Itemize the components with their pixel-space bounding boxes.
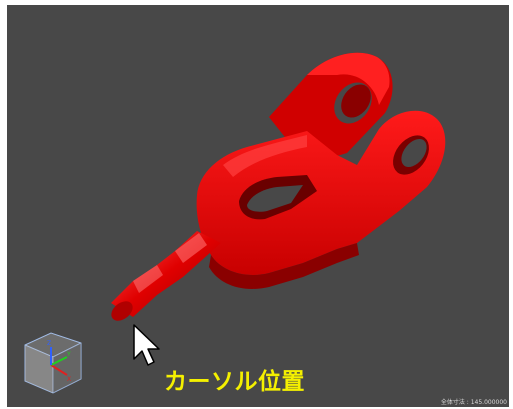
svg-text:X: X [67,376,71,383]
y-axis-icon: Y [50,351,71,366]
view-cube-icon[interactable]: X Y Z [15,323,91,399]
clevis-body [196,110,446,289]
svg-text:Z: Z [47,340,51,347]
clevis-shaft [111,231,221,321]
cursor-position-caption: カーソル位置 [164,369,305,395]
x-axis-icon: X [50,364,71,383]
3d-viewport[interactable]: X Y Z カーソル位置 全体寸法 : 145.000000 [7,5,509,407]
overall-dimension-readout: 全体寸法 : 145.000000 [440,399,507,406]
clevis-model[interactable] [7,5,509,407]
z-axis-icon: Z [47,340,52,365]
svg-text:Y: Y [66,351,71,358]
mouse-pointer-icon [133,324,160,366]
